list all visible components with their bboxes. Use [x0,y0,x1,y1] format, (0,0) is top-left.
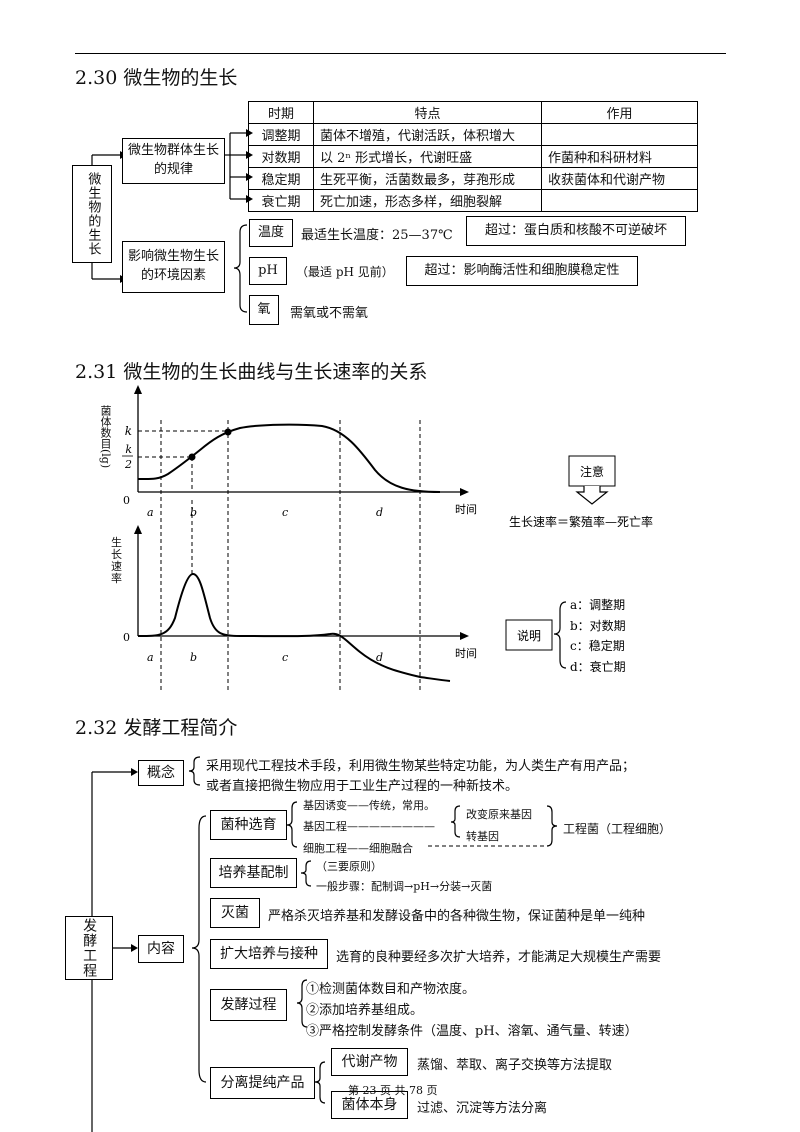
legend-item-a: a：调整期 [570,597,625,612]
separation-box: 分离提纯产品 [210,1067,315,1099]
medium-prep-box: 培养基配制 [210,858,297,888]
zero-top: 0 [123,494,130,507]
x-label-bottom: 时间 [455,647,477,660]
strain-item-3: 细胞工程——细胞融合 [303,842,413,855]
use-cell [541,123,698,146]
metabolite-box: 代谢产物 [331,1048,408,1076]
segment-d-bottom: d [376,651,383,664]
sterilization-text: 严格杀灭培养基和发酵设备中的各种微生物，保证菌种是单一纯种 [268,909,646,924]
ph-label-box: pH [249,257,287,285]
use-cell [541,189,698,212]
zero-bottom: 0 [123,631,130,644]
medium-item-2: 一般步骤：配制调→pH→分装→灭菌 [316,880,493,893]
header-rule [75,53,726,54]
x-label-top: 时间 [455,503,477,516]
legend-item-b: b：对数期 [570,618,626,633]
oxygen-label-box: 氧 [249,295,279,325]
segment-b-top: b [190,506,197,519]
phase-cell: 对数期 [248,145,314,168]
segment-d-top: d [376,506,383,519]
expansion-box: 扩大培养与接种 [210,939,328,969]
legend-title: 说明 [517,628,541,643]
strain-item-1: 基因诱变——传统，常用。 [303,799,435,812]
gene-sub-1: 改变原来基因 [466,808,532,821]
table-header-row: 时期 特点 作用 [248,101,698,124]
section-title-2-31: 2.31 微生物的生长曲线与生长速率的关系 [75,361,428,383]
content-box: 内容 [138,935,184,963]
segment-c-top: c [282,506,288,519]
k-half-num: k [125,443,132,456]
temperature-text: 最适生长温度：25—37℃ [301,228,453,243]
concept-text-2: 或者直接把微生物应用于工业生产过程的一种新技术。 [206,779,519,794]
note-label: 注意 [580,464,604,479]
use-cell: 作菌种和科研材料 [541,145,698,168]
expansion-text: 选育的良种要经多次扩大培养，才能满足大规模生产需要 [336,950,662,965]
ph-over-box: 超过：影响酶活性和细胞膜稳定性 [406,256,638,286]
oxygen-text: 需氧或不需氧 [290,306,369,321]
rate-curve [137,572,451,682]
y-axis-label-bottom: 生长速率 [111,536,122,585]
concept-box: 概念 [138,760,184,786]
use-cell: 收获菌体和代谢产物 [541,167,698,190]
sterilization-box: 灭菌 [210,898,260,928]
feature-cell: 生死平衡，活菌数最多，芽孢形成 [313,167,542,190]
cells-text: 过滤、沉淀等方法分离 [417,1101,548,1116]
growth-phase-table: 时期 特点 作用 调整期 菌体不增殖，代谢活跃，体积增大 对数期 以 2ⁿ 形式… [248,101,698,212]
point-k [224,428,232,436]
segment-c-bottom: c [282,651,288,664]
table-header: 特点 [313,101,542,124]
fermentation-connectors [91,756,558,1132]
temperature-label-box: 温度 [249,219,293,247]
ph-text: （最适 pH 见前） [296,265,394,279]
ferment-item-2: ②添加培养基组成。 [306,1003,424,1018]
feature-cell: 以 2ⁿ 形式增长，代谢旺盛 [313,145,542,168]
temperature-over-box: 超过：蛋白质和核酸不可逆破坏 [466,216,686,246]
medium-item-1: （三要原则） [316,860,382,873]
table-header: 作用 [541,101,698,124]
section-title-2-32: 2.32 发酵工程简介 [75,717,238,739]
ferment-item-1: ①检测菌体数目和产物浓度。 [306,982,476,997]
feature-cell: 死亡加速，形态多样，细胞裂解 [313,189,542,212]
engineered-strain: 工程菌（工程细胞） [563,822,672,836]
environment-factors-box: 影响微生物生长的环境因素 [122,241,225,293]
k-label: k [125,424,132,438]
concept-text-1: 采用现代工程技术手段，利用微生物某些特定功能，为人类生产有用产品； [206,759,636,774]
table-row: 稳定期 生死平衡，活菌数最多，芽孢形成 收获菌体和代谢产物 [248,167,698,190]
table-row: 调整期 菌体不增殖，代谢活跃，体积增大 [248,123,698,146]
cells-box: 菌体本身 [331,1091,408,1119]
growth-curve-diagram: k k 2 0 0 时间 时间 a b c d a b c d 注意 生长速率＝… [122,385,653,692]
legend-item-d: d：衰亡期 [570,659,626,674]
segment-a-bottom: a [147,651,154,664]
segment-a-top: a [147,506,154,519]
strain-selection-box: 菌种选育 [210,810,287,840]
phase-cell: 衰亡期 [248,189,314,212]
metabolite-text: 蒸馏、萃取、离子交换等方法提取 [417,1058,613,1073]
phase-cell: 稳定期 [248,167,314,190]
segment-b-bottom: b [190,651,197,664]
k-half-den: 2 [124,458,132,471]
fermentation-root-box: 发酵工程 [65,916,113,980]
page-number: 第 23 页 共 78 页 [348,1084,438,1097]
point-half-k [188,453,196,461]
section-2-30-connectors [91,129,253,313]
strain-item-2: 基因工程———————— [303,820,435,833]
section-title-2-30: 2.30 微生物的生长 [75,67,238,89]
legend-item-c: c：稳定期 [570,638,625,653]
growth-root-box: 微生物的生长 [72,165,112,263]
table-row: 衰亡期 死亡加速，形态多样，细胞裂解 [248,189,698,212]
table-header: 时期 [248,101,314,124]
fermentation-process-box: 发酵过程 [210,989,287,1021]
gene-sub-2: 转基因 [466,830,499,843]
ferment-item-3: ③严格控制发酵条件（温度、pH、溶氧、通气量、转速） [306,1024,638,1039]
table-row: 对数期 以 2ⁿ 形式增长，代谢旺盛 作菌种和科研材料 [248,145,698,168]
y-axis-label-top: 菌体数目(lg) [99,405,112,469]
feature-cell: 菌体不增殖，代谢活跃，体积增大 [313,123,542,146]
growth-curve [137,423,441,493]
note-formula: 生长速率＝繁殖率—死亡率 [509,514,653,529]
group-growth-rule-box: 微生物群体生长的规律 [122,138,225,184]
phase-cell: 调整期 [248,123,314,146]
